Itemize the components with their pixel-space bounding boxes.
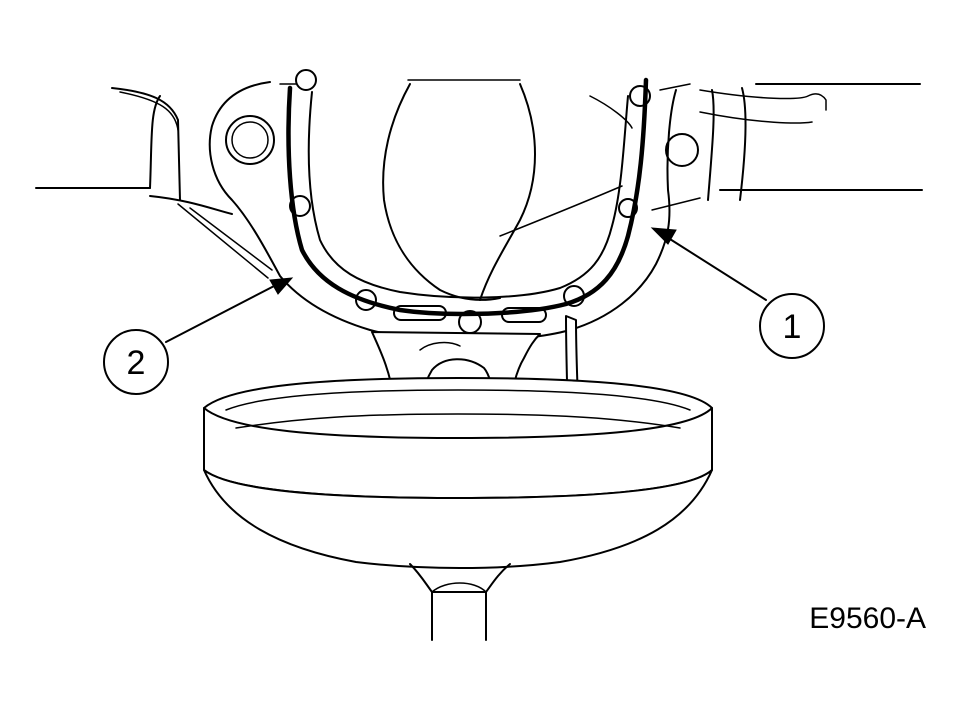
bolt-hole (629, 85, 651, 107)
callout-2-label: 2 (127, 344, 146, 382)
drain-pan (203, 377, 713, 641)
bolt-hole (289, 195, 311, 217)
left-axle-tube (35, 87, 273, 279)
bolt-hole (355, 289, 377, 311)
bolt-hole (295, 69, 317, 91)
figure-id-label: E9560-A (809, 602, 926, 635)
arrowhead-icon (650, 227, 677, 245)
callout-1: 1 (650, 227, 825, 359)
arrowhead-icon (269, 277, 294, 295)
right-boss (665, 133, 699, 167)
right-axle-tube (651, 83, 923, 211)
bolt-hole (618, 198, 638, 218)
bolt-hole (563, 285, 585, 307)
callout-2-circle (103, 329, 169, 395)
cover-gasket (286, 77, 649, 317)
differential-housing (208, 81, 691, 342)
left-boss (225, 115, 275, 165)
callout-2: 2 (103, 277, 294, 395)
ring-gear (382, 79, 633, 301)
flange-slots (393, 305, 547, 323)
callout-1-label: 1 (783, 308, 802, 346)
callout-1-circle (759, 293, 825, 359)
